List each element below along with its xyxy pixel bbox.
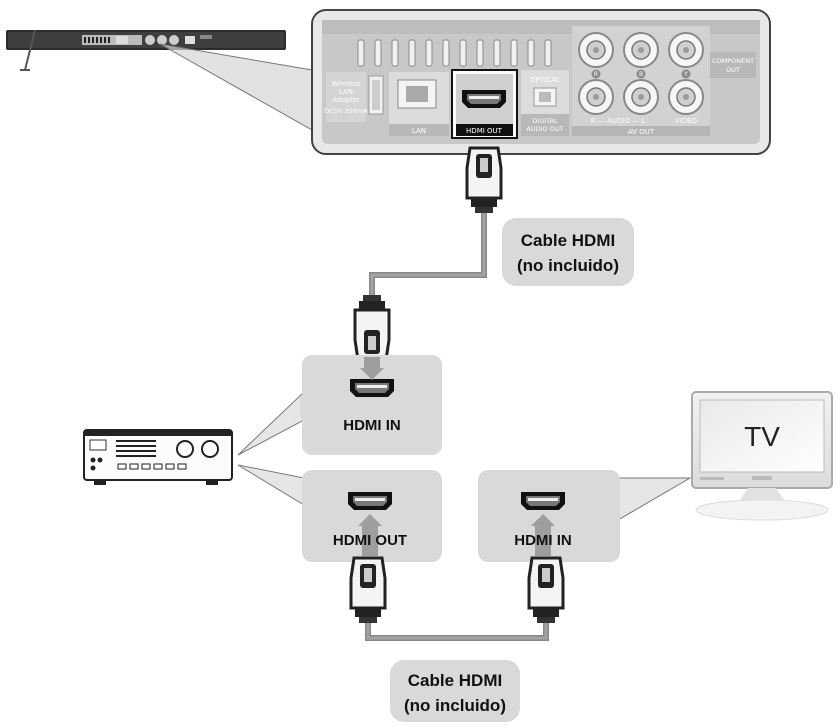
component-label-1: COMPONENT bbox=[712, 57, 754, 65]
bluray-player bbox=[6, 29, 286, 71]
receiver-hdmi-in-bubble: HDMI IN bbox=[237, 355, 442, 456]
wireless-label-4: DC5V 350mA bbox=[324, 107, 368, 115]
wireless-label-2: LAN bbox=[339, 88, 353, 96]
hdmi-cable-1 bbox=[353, 146, 503, 362]
receiver-hdmi-out-bubble: HDMI OUT bbox=[237, 464, 442, 562]
back-panel: Wireless LAN Adapter DC5V 350mA LAN HDMI… bbox=[311, 9, 771, 155]
hdmi-plug-panel bbox=[465, 146, 503, 215]
wireless-label-1: Wireless bbox=[331, 80, 361, 88]
video-label: VIDEO bbox=[675, 117, 698, 125]
audio-label: R — AUDIO — L bbox=[591, 117, 646, 125]
av-receiver bbox=[83, 429, 233, 485]
pr-label: R bbox=[594, 71, 598, 78]
cable-callout-2-line2: (no incluido) bbox=[404, 696, 506, 715]
hdmi-out-panel-label: HDMI OUT bbox=[466, 127, 503, 135]
zoom-lines bbox=[159, 43, 313, 131]
receiver-hdmi-in-label: HDMI IN bbox=[343, 417, 401, 434]
lan-label: LAN bbox=[412, 127, 426, 135]
hdmi-plug-receiver-in bbox=[353, 293, 391, 362]
hdmi-cable-2 bbox=[349, 556, 565, 641]
digital-label-1: DIGITAL bbox=[532, 117, 558, 125]
tv-hdmi-in-label: HDMI IN bbox=[514, 532, 572, 549]
hdmi-plug-receiver-out bbox=[349, 556, 387, 625]
wireless-label-3: Adapter bbox=[332, 96, 360, 104]
tv-screen-label: TV bbox=[744, 421, 780, 452]
component-label-2: OUT bbox=[726, 66, 740, 74]
pb-label: B bbox=[639, 71, 643, 78]
tv-set: TV bbox=[691, 391, 833, 521]
cable-callout-2: Cable HDMI (no incluido) bbox=[390, 660, 520, 722]
cable-callout-2-line1: Cable HDMI bbox=[408, 671, 502, 690]
cable-callout-1: Cable HDMI (no incluido) bbox=[502, 218, 634, 286]
hdmi-plug-tv bbox=[527, 556, 565, 625]
av-out-label: AV OUT bbox=[628, 128, 655, 136]
cable-callout-1-line1: Cable HDMI bbox=[521, 231, 615, 250]
cable-callout-1-line2: (no incluido) bbox=[517, 256, 619, 275]
optical-label: OPTICAL bbox=[530, 76, 560, 84]
receiver-hdmi-out-label: HDMI OUT bbox=[333, 532, 407, 549]
digital-label-2: AUDIO OUT bbox=[526, 125, 563, 133]
tv-hdmi-in-bubble: HDMI IN bbox=[478, 470, 692, 562]
y-label: Y bbox=[683, 71, 688, 78]
